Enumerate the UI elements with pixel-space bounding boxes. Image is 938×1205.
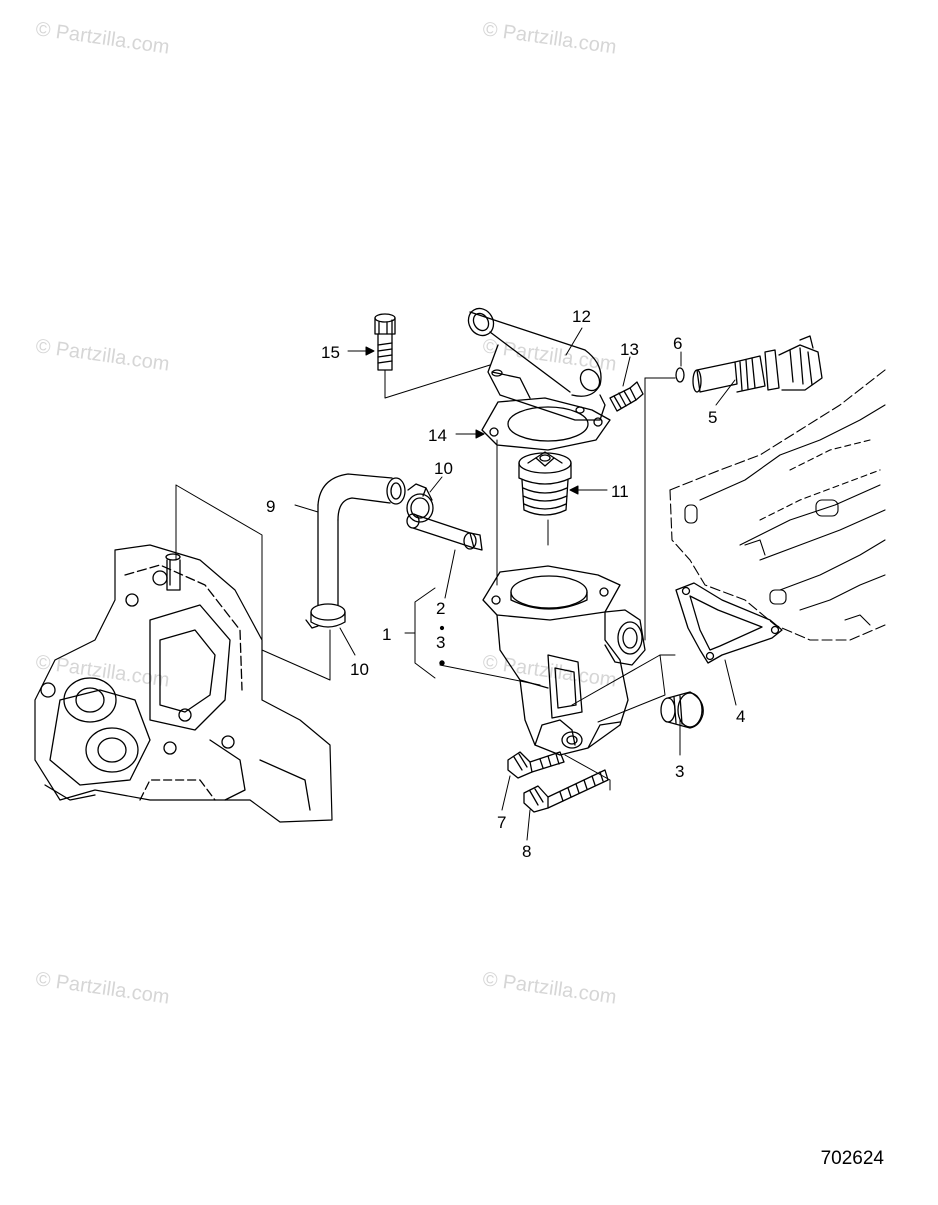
- callout-14: 14: [428, 426, 447, 445]
- plug-3: [660, 691, 704, 729]
- callout-3: 3: [675, 762, 684, 781]
- callout-5: 5: [708, 408, 717, 427]
- callout-11: 11: [611, 482, 629, 501]
- watermark: © Partzilla.com: [34, 18, 171, 59]
- figure-number: 702624: [820, 1148, 884, 1169]
- callout-8: 8: [522, 842, 531, 861]
- callout-10-upper: 10: [434, 459, 453, 478]
- callout-3-assembly: 3: [436, 633, 445, 652]
- thermostat-housing: [482, 565, 646, 756]
- callout-leaders: [294, 327, 737, 841]
- engine-block-right: [669, 369, 886, 641]
- thermostat-11: [518, 451, 572, 516]
- hose-clamp-10-upper: [406, 483, 434, 523]
- temp-sensor-5: [692, 335, 823, 393]
- hose-9: [317, 473, 406, 606]
- callout-4: 4: [736, 707, 745, 726]
- watermark: © Partzilla.com: [481, 968, 618, 1009]
- callout-12: 12: [572, 307, 591, 326]
- callouts: 15 12 13 6 5 14 10 11 9 2 1 3 10 4 3 7 8: [266, 307, 745, 861]
- callout-13: 13: [620, 340, 639, 359]
- callout-6: 6: [673, 334, 682, 353]
- hose-clamp-10-lower: [305, 603, 346, 629]
- watermark: © Partzilla.com: [34, 335, 171, 376]
- nipple-2: [406, 513, 483, 551]
- o-ring-6: [675, 367, 685, 383]
- bolt-15: [374, 313, 396, 371]
- callout-1: 1: [382, 625, 391, 644]
- bolt-8: [523, 769, 609, 813]
- watermark: © Partzilla.com: [481, 18, 618, 59]
- callout-15: 15: [321, 343, 340, 362]
- plug-13: [609, 381, 644, 412]
- gasket-14: [481, 397, 611, 451]
- leader-lines: [175, 364, 676, 791]
- callout-7: 7: [497, 813, 506, 832]
- engine-block-left: [34, 544, 333, 823]
- callout-2: 2: [436, 599, 445, 618]
- callout-9: 9: [266, 497, 275, 516]
- watermark: © Partzilla.com: [34, 968, 171, 1009]
- bolt-7: [507, 751, 565, 779]
- callout-10-lower: 10: [350, 660, 369, 679]
- gasket-4: [675, 582, 783, 664]
